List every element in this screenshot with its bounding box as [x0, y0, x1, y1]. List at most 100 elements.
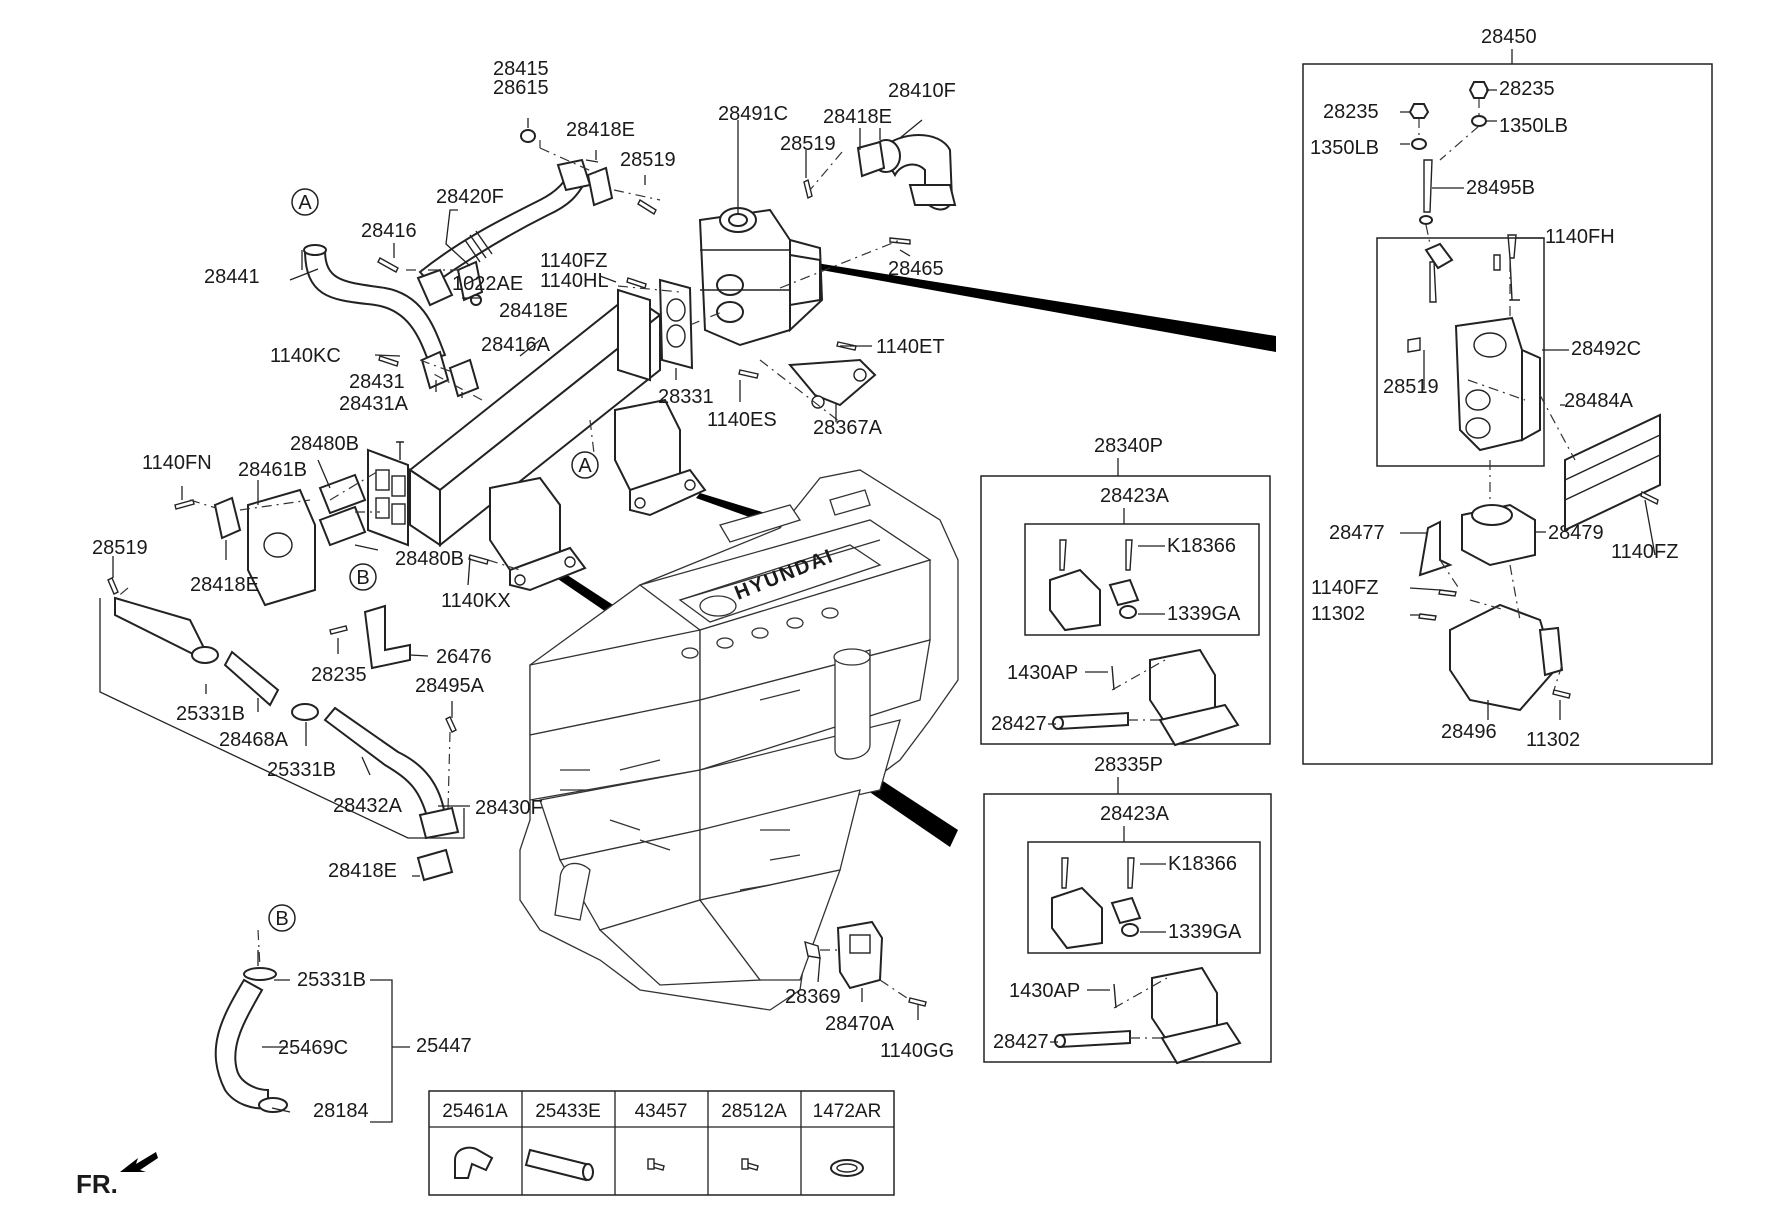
- label-28335P: 28335P: [1094, 754, 1163, 776]
- label-28331: 28331: [658, 386, 714, 408]
- bolt-28235-a: [329, 625, 348, 635]
- label-28423A-a: 28423A: [1100, 485, 1170, 507]
- label-1022AE: 1022AE: [452, 273, 523, 295]
- elbow-28410F: [871, 134, 957, 211]
- label-28367A: 28367A: [813, 417, 883, 439]
- legend-icon-elbow: [454, 1146, 494, 1179]
- bolt-1140FZ-a: [626, 277, 647, 289]
- label-28430F: 28430F: [475, 797, 543, 819]
- hose-28441: [303, 244, 447, 362]
- label-1140KC: 1140KC: [270, 345, 341, 367]
- label-28418E-2: 28418E: [823, 106, 892, 128]
- engine-block: HYUNDAI: [519, 469, 959, 1011]
- label-28484A: 28484A: [1564, 390, 1634, 412]
- label-28441: 28441: [204, 266, 260, 288]
- pipe-assembly-outline: [99, 598, 465, 839]
- label-1140FZ-l: 1140FZ: [1311, 577, 1378, 599]
- label-25447: 25447: [416, 1035, 472, 1057]
- box-28335P: [983, 793, 1272, 1063]
- label-1140KX: 1140KX: [441, 590, 511, 612]
- front-label: FR.: [76, 1169, 118, 1199]
- label-28340P: 28340P: [1094, 435, 1163, 457]
- svg-text:B: B: [356, 567, 369, 589]
- label-28418E-5: 28418E: [328, 860, 397, 882]
- bracket-26476: [363, 604, 411, 670]
- bracket-28367A: [787, 358, 877, 409]
- bolt-28416: [377, 257, 399, 273]
- legend-icon-hose: [524, 1148, 592, 1182]
- callout-A-top: A: [291, 188, 319, 216]
- hose-25447: [214, 967, 288, 1113]
- label-1430AP-a: 1430AP: [1007, 662, 1078, 684]
- bolt-1140GG: [908, 997, 927, 1007]
- group-28335P: 28335P 28423A K18366 1339GA 1430AP 28427: [983, 754, 1272, 1065]
- gasket-28418E-b: [456, 260, 484, 302]
- label-28420F: 28420F: [436, 186, 504, 208]
- pointer-wedge-valve: [810, 262, 1276, 352]
- mount-bracket-upper: [614, 398, 707, 517]
- label-28369: 28369: [785, 986, 841, 1008]
- label-28450: 28450: [1481, 26, 1537, 48]
- label-28615: 28615: [493, 77, 549, 99]
- label-28519-r: 28519: [1383, 376, 1439, 398]
- label-1350LB-l: 1350LB: [1310, 137, 1379, 159]
- label-28431A: 28431A: [339, 393, 409, 415]
- label-28468A: 28468A: [219, 729, 289, 751]
- label-28477: 28477: [1329, 522, 1385, 544]
- label-28418E-1: 28418E: [566, 119, 635, 141]
- label-K18366-a: K18366: [1167, 535, 1236, 557]
- legend-header-4: 28512A: [721, 1101, 787, 1122]
- label-1140FN: 1140FN: [142, 452, 212, 474]
- label-28415: 28415: [493, 58, 549, 80]
- mount-bracket-lower: [489, 476, 587, 592]
- bolt-1140ES: [738, 369, 759, 379]
- bolt-1140FN: [174, 499, 195, 510]
- label-1339GA-a: 1339GA: [1167, 603, 1241, 625]
- label-26476: 26476: [436, 646, 492, 668]
- leaders-main: [112, 118, 923, 1123]
- label-28235-r: 28235: [1499, 78, 1555, 100]
- label-28491C: 28491C: [718, 103, 788, 125]
- label-28519-1: 28519: [620, 149, 676, 171]
- box-28450: [1302, 63, 1713, 765]
- label-28495B: 28495B: [1466, 177, 1535, 199]
- gasket-28418E-a: [586, 166, 614, 207]
- front-arrow-icon: [120, 1152, 158, 1172]
- label-1140FH: 1140FH: [1545, 226, 1615, 248]
- gasket-28418E-d: [213, 496, 242, 540]
- gasket-28431A: [448, 358, 480, 398]
- label-28479: 28479: [1548, 522, 1604, 544]
- bolt-28519-c: [107, 577, 119, 595]
- label-28427-a: 28427: [991, 713, 1047, 735]
- label-28432A: 28432A: [333, 795, 403, 817]
- label-28519-2: 28519: [780, 133, 836, 155]
- legend-table: 25461A 25433E 43457 28512A 1472AR: [428, 1090, 895, 1196]
- gasket-28431: [420, 350, 450, 390]
- box-28423A-a: [1024, 523, 1260, 636]
- pipe-assembly-28430F: [114, 596, 460, 840]
- label-1339GA-b: 1339GA: [1168, 921, 1242, 943]
- box-28340P: [980, 475, 1271, 745]
- label-28418E-3: 28418E: [499, 300, 568, 322]
- label-28427-b: 28427: [993, 1031, 1049, 1053]
- label-28184: 28184: [313, 1100, 369, 1122]
- label-11302-r: 11302: [1526, 729, 1580, 751]
- group-28450: 28450 28235 28235 1350LB 1350LB 28495B 1…: [1302, 26, 1713, 765]
- label-28470A: 28470A: [825, 1013, 895, 1035]
- label-1140GG: 1140GG: [880, 1040, 954, 1062]
- label-25331B-3: 25331B: [297, 969, 366, 991]
- bolt-1140KC: [378, 355, 399, 367]
- label-28496: 28496: [1441, 721, 1497, 743]
- label-28519-3: 28519: [92, 537, 148, 559]
- svg-text:B: B: [275, 908, 288, 930]
- stud-28519-b: [803, 178, 813, 200]
- label-28465: 28465: [888, 258, 944, 280]
- label-28492C: 28492C: [1571, 338, 1641, 360]
- label-1140ET: 1140ET: [876, 336, 945, 358]
- callout-B-mid: B: [349, 563, 377, 591]
- bolt-28495A: [445, 716, 457, 733]
- label-28423A-b: 28423A: [1100, 803, 1170, 825]
- label-1140FZ: 1140FZ: [540, 250, 607, 272]
- label-28235-l: 28235: [1323, 101, 1379, 123]
